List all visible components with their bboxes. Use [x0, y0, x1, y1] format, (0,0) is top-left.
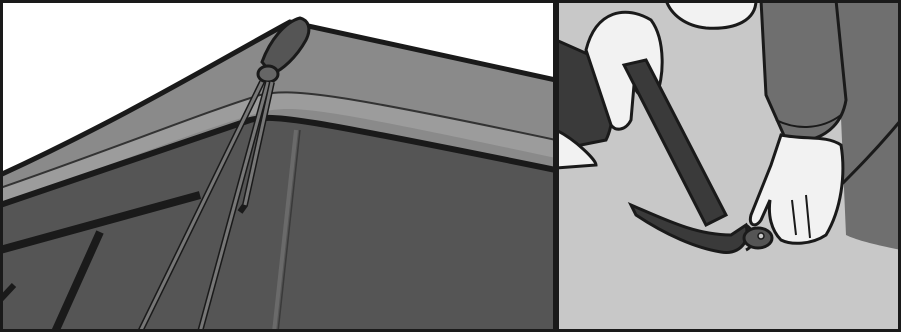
hammer-stake-illustration	[556, 0, 901, 332]
tarp-corner-panel	[0, 0, 556, 332]
tarp-on-ground	[836, 0, 901, 250]
rope-knot	[258, 66, 278, 82]
hammer-stake-panel	[556, 0, 901, 332]
tarp-corner-illustration	[0, 0, 556, 332]
